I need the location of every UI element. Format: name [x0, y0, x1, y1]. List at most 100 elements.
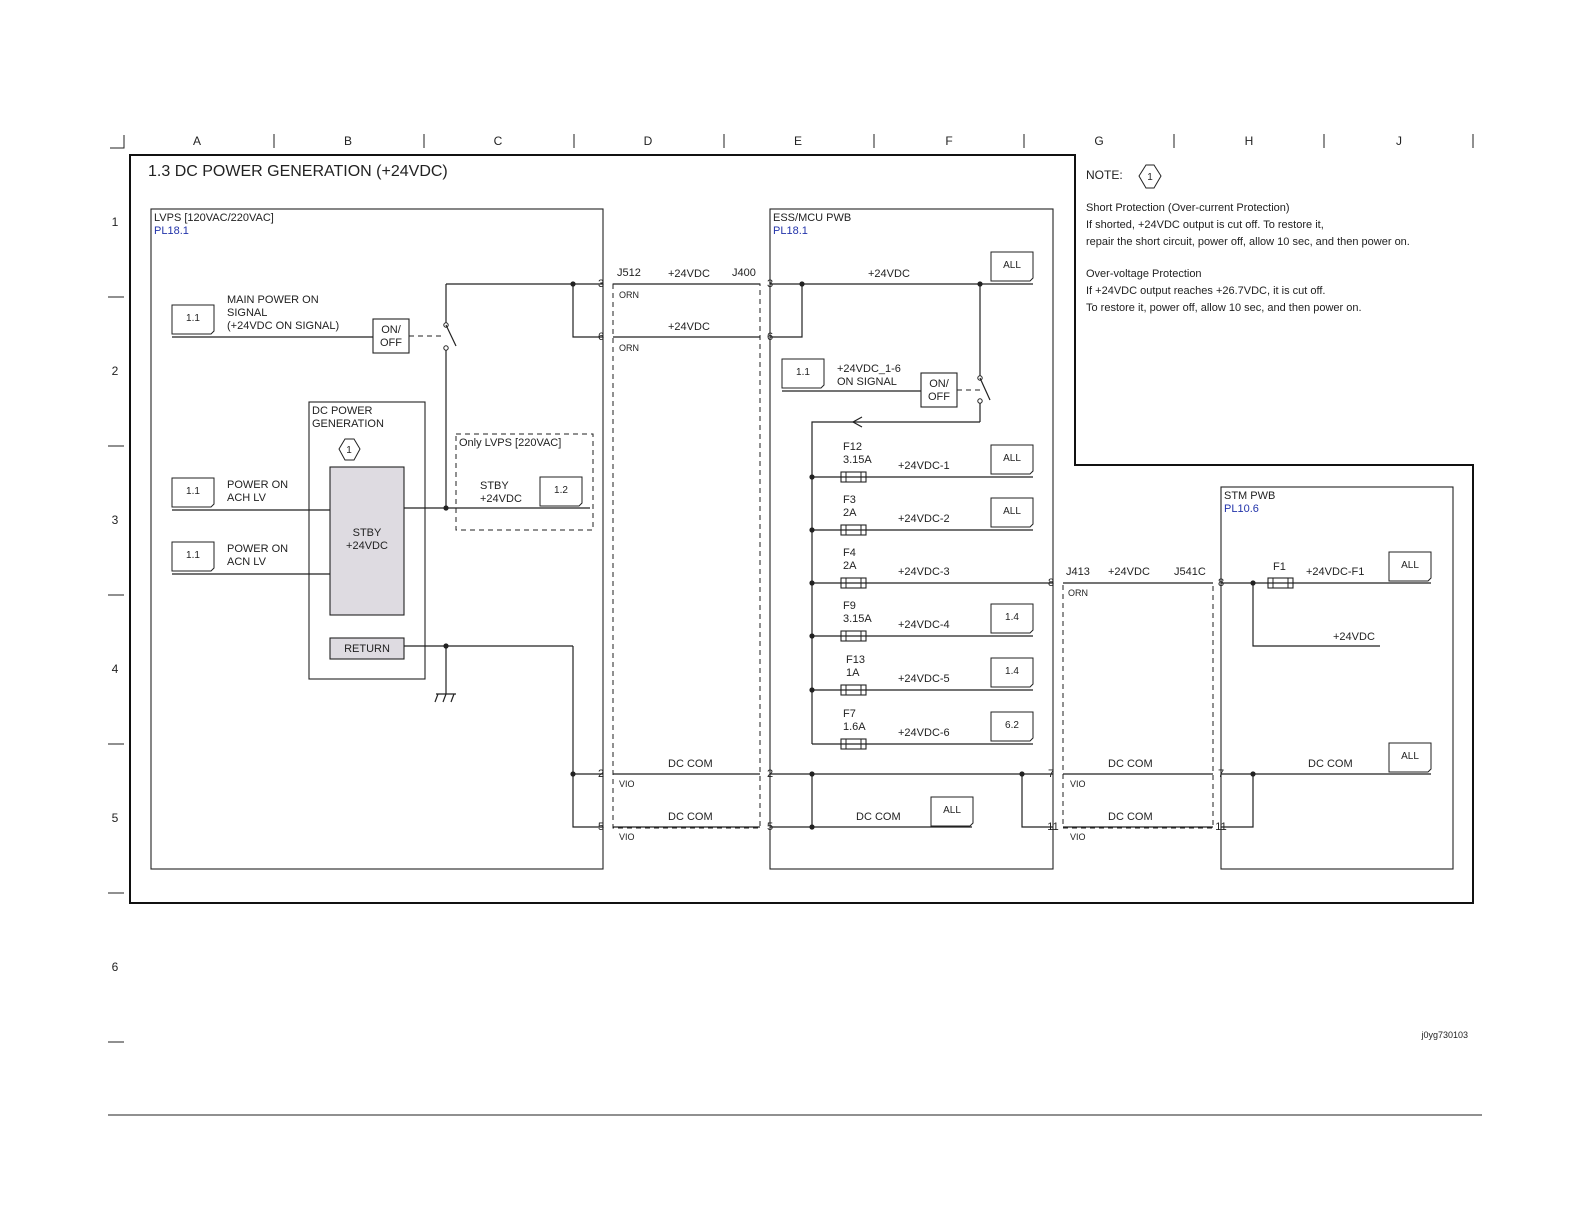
stm-sig: +24VDC-F1	[1306, 566, 1364, 578]
ess-pin8: 8	[1048, 577, 1054, 589]
fuse-5-rating: 1A	[846, 667, 860, 679]
fuse-6-signal: +24VDC-6	[898, 727, 950, 739]
lvps-name: LVPS [120VAC/220VAC]	[154, 212, 274, 224]
harness1-vio1: VIO	[619, 779, 635, 789]
dcgen-l2: GENERATION	[312, 418, 384, 430]
page-title: 1.3 DC POWER GENERATION (+24VDC)	[148, 163, 448, 180]
fuse-4-rating: 3.15A	[843, 613, 872, 625]
stm-all1: ALL	[1401, 560, 1419, 571]
grid-col-j: J	[1396, 134, 1402, 148]
fuse-2-name: F3	[843, 494, 856, 506]
fuse-6-ref: 6.2	[1005, 720, 1019, 731]
ess-onoff-l2: OFF	[928, 391, 950, 403]
ess-onsig-ref-box	[781, 358, 825, 389]
fuse-row-3: F4 2A +24VDC-3 8	[809, 547, 1054, 589]
harness2-sig: +24VDC	[1108, 566, 1150, 578]
note-over-line2: To restore it, power off, allow 10 sec, …	[1086, 302, 1362, 314]
j512-pin3: 3	[598, 278, 604, 290]
lvps-block: LVPS [120VAC/220VAC] PL18.1 1.1 MAIN POW…	[150, 208, 604, 870]
j413-label: J413	[1066, 566, 1090, 578]
fuse-4-icon	[840, 630, 867, 642]
ess-all-top-box	[990, 251, 1034, 282]
ess-onsig-ref: 1.1	[796, 367, 810, 378]
fuse-3-icon	[840, 577, 867, 589]
harness1-mid-sig: +24VDC	[668, 321, 710, 333]
fuse-row-2: F3 2A +24VDC-2 ALL	[809, 494, 1034, 536]
grid-col-b: B	[344, 134, 352, 148]
fuse-6-icon	[840, 738, 867, 750]
j400-label: J400	[732, 267, 756, 279]
ess-name: ESS/MCU PWB	[773, 212, 851, 224]
fuse-1-rating: 3.15A	[843, 454, 872, 466]
ess-pl: PL18.1	[773, 225, 808, 237]
acn-l2: ACN LV	[227, 556, 267, 568]
ach-l2: ACH LV	[227, 492, 267, 504]
only-ref-box	[539, 476, 583, 507]
lvps-switch-blade	[445, 324, 457, 347]
stm-block: STM PWB PL10.6 F1 +24VDC-F1 ALL +24VDC D…	[1220, 486, 1454, 870]
grid-col-d: D	[644, 134, 653, 148]
ess-box	[769, 208, 1054, 870]
stm-all2-box	[1388, 742, 1432, 773]
fuse-3-signal: +24VDC-3	[898, 566, 950, 578]
harness2-orn: ORN	[1068, 588, 1088, 598]
ess-onoff-l1: ON/	[929, 378, 950, 390]
grid-corner	[110, 135, 125, 149]
dcgen-l1: DC POWER	[312, 405, 373, 417]
harness2-dccom1: DC COM	[1108, 758, 1153, 770]
ess-all-dccom: ALL	[943, 805, 961, 816]
harness1-dashed	[612, 283, 761, 829]
dcgen-marker: 1	[346, 445, 352, 456]
lvps-box	[150, 208, 604, 870]
stm-name: STM PWB	[1224, 490, 1275, 502]
grid-row-6: 6	[112, 960, 119, 974]
j512-pin2: 2	[598, 768, 604, 780]
fuse-4-ref-box	[990, 603, 1034, 634]
return-label: RETURN	[344, 643, 390, 655]
harness-j413-j541c: J413 +24VDC J541C ORN DC COM DC COM VIO …	[1062, 566, 1227, 842]
grid-col-g: G	[1094, 134, 1103, 148]
stm-all1-box	[1388, 551, 1432, 582]
j512-pin6: 6	[598, 331, 604, 343]
grid-col-h: H	[1245, 134, 1254, 148]
only-stby-l1: STBY	[480, 480, 509, 492]
main-power-ref: 1.1	[186, 313, 200, 324]
fuse-5-name: F13	[846, 654, 865, 666]
harness1-orn1: ORN	[619, 290, 639, 300]
harness1-vio2: VIO	[619, 832, 635, 842]
note-section: NOTE: 1 Short Protection (Over-current P…	[1086, 164, 1410, 314]
stby-block	[329, 466, 405, 616]
fuse-3-name: F4	[843, 547, 856, 559]
fuse-1-ref: ALL	[1003, 453, 1021, 464]
ess-mcu-block: ESS/MCU PWB PL18.1 +24VDC ALL 1.1 +24VDC…	[769, 208, 1059, 870]
fuse-6-name: F7	[843, 708, 856, 720]
fuse-1-ref-box	[990, 444, 1034, 475]
harness1-dccom2: DC COM	[668, 811, 713, 823]
grid-frame: A B C D E F G H J 1 2 3 4 5 6	[108, 134, 1474, 1043]
fuse-2-signal: +24VDC-2	[898, 513, 950, 525]
fuse-5-signal: +24VDC-5	[898, 673, 950, 685]
lvps-onoff-l1: ON/	[381, 324, 402, 336]
fuse-5-ref: 1.4	[1005, 666, 1019, 677]
lvps-onoff-l2: OFF	[380, 337, 402, 349]
grid-row-1: 1	[112, 215, 119, 229]
fuse-3-rating: 2A	[843, 560, 857, 572]
harness2-vio1: VIO	[1070, 779, 1086, 789]
harness-j512-j400: J512 J400 +24VDC +24VDC ORN ORN 3 6 3 6 …	[598, 267, 773, 842]
grid-col-a: A	[193, 134, 201, 148]
acn-ref: 1.1	[186, 550, 200, 561]
fuse-1-signal: +24VDC-1	[898, 460, 950, 472]
stm-box	[1220, 486, 1454, 870]
stm-dccom: DC COM	[1308, 758, 1353, 770]
only-220v-title: Only LVPS [220VAC]	[459, 437, 561, 449]
ach-ref: 1.1	[186, 486, 200, 497]
note-short-title: Short Protection (Over-current Protectio…	[1086, 202, 1290, 214]
main-power-l3: (+24VDC ON SIGNAL)	[227, 320, 339, 332]
note-marker-icon	[1138, 164, 1162, 189]
stby-l2: +24VDC	[346, 540, 388, 552]
fuse-4-signal: +24VDC-4	[898, 619, 950, 631]
grid-row-3: 3	[112, 513, 119, 527]
fuse-4-ref: 1.4	[1005, 612, 1019, 623]
ess-switch-blade	[979, 377, 991, 401]
ess-arrow-icon	[851, 416, 863, 428]
